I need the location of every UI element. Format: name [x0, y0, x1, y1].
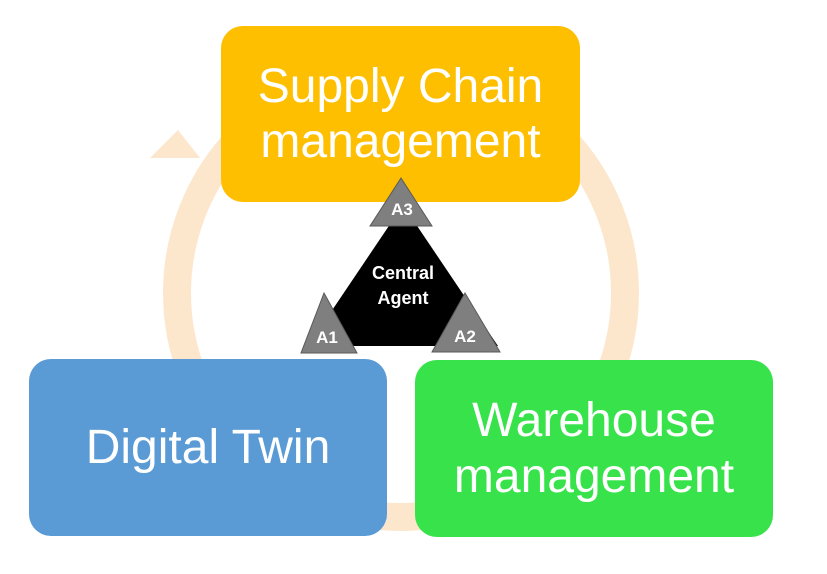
digital-twin-node: Digital Twin	[29, 359, 387, 536]
warehouse-node: Warehouse management	[415, 360, 773, 537]
central-agent-label: Central Agent	[371, 263, 434, 309]
agent-a3-label: A3	[391, 200, 413, 219]
supply-chain-label: Supply Chain management	[257, 59, 544, 168]
supply-chain-node: Supply Chain management	[221, 26, 580, 202]
cycle-arrow-head	[150, 130, 200, 158]
digital-twin-label: Digital Twin	[85, 420, 331, 474]
warehouse-label: Warehouse management	[453, 394, 735, 503]
agent-a2-triangle	[431, 291, 501, 353]
agent-a2-label: A2	[454, 327, 476, 346]
agent-a3-triangle	[369, 177, 433, 227]
agent-a1-label: A1	[316, 328, 338, 347]
central-agent-triangle	[308, 205, 498, 346]
agent-a1-triangle	[300, 291, 358, 354]
